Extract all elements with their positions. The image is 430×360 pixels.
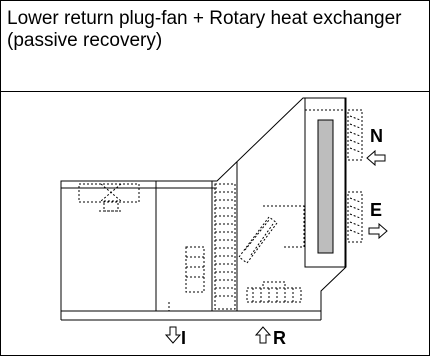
e-arrow-icon <box>368 222 388 240</box>
unit-outline <box>60 97 347 312</box>
label-e: E <box>370 200 382 220</box>
return-plug-fan <box>246 287 302 303</box>
rotary-heat-exchanger <box>304 97 346 268</box>
supply-fan-housing <box>78 183 140 203</box>
n-arrow-icon <box>366 149 386 167</box>
card-header: Lower return plug-fan + Rotary heat exch… <box>1 1 429 92</box>
label-r: R <box>273 328 286 348</box>
r-arrow-icon <box>254 326 272 344</box>
diagram-title: Lower return plug-fan + Rotary heat exch… <box>7 8 402 51</box>
rotary-wheel-core <box>317 119 334 254</box>
middle-coil <box>185 246 205 293</box>
label-i: I <box>181 328 186 348</box>
label-n: N <box>370 126 383 146</box>
filter-bank <box>214 183 236 310</box>
slanted-filter <box>238 216 278 264</box>
ahu-diagram: N E I R <box>1 92 429 355</box>
i-arrow-icon <box>164 326 182 344</box>
